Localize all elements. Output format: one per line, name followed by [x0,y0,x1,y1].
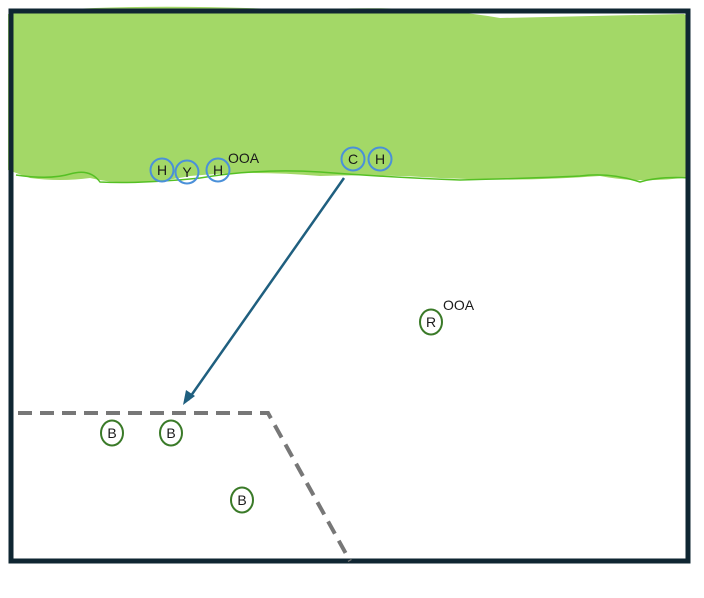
dashed-boundary-line [18,411,352,562]
blue-marker: H [205,157,231,183]
ooa-label-top: OOA [228,150,260,166]
blue-marker: C [340,146,366,172]
blue-marker-label: H [157,162,167,178]
blue-marker: H [367,146,393,172]
green-marker: B [230,486,254,514]
blue-marker-label: Y [182,164,192,180]
green-marker: R [419,308,443,336]
blue-marker-label: C [348,151,358,167]
movement-arrow [186,177,346,401]
ooa-label-right: OOA [443,297,475,313]
blue-marker: H [149,157,175,183]
green-marker-label: R [426,314,436,330]
green-zone-edge [15,170,691,184]
green-marker-label: B [166,425,175,441]
blue-marker: Y [174,159,200,185]
green-zone [8,6,690,183]
green-marker: B [100,419,124,447]
blue-marker-label: H [213,162,223,178]
blue-marker-label: H [375,151,385,167]
green-marker-label: B [107,425,116,441]
green-marker: B [159,419,183,447]
green-marker-label: B [237,492,246,508]
movement-arrow-head [183,390,195,405]
